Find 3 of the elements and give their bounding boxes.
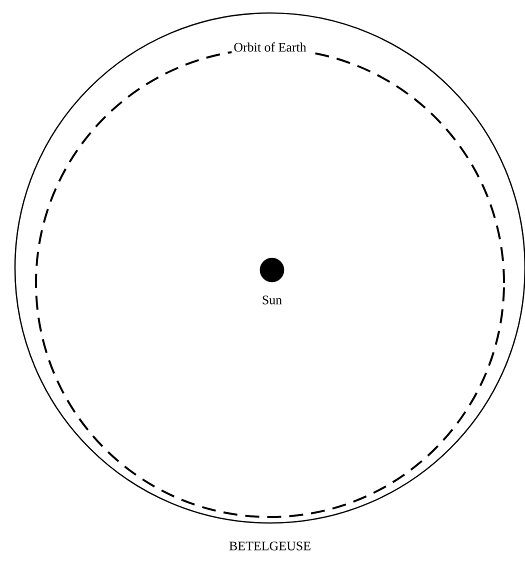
sun-label: Sun bbox=[262, 296, 282, 304]
orbit-label: Orbit of Earth bbox=[232, 40, 308, 54]
star-label: BETELGEUSE bbox=[229, 542, 310, 550]
